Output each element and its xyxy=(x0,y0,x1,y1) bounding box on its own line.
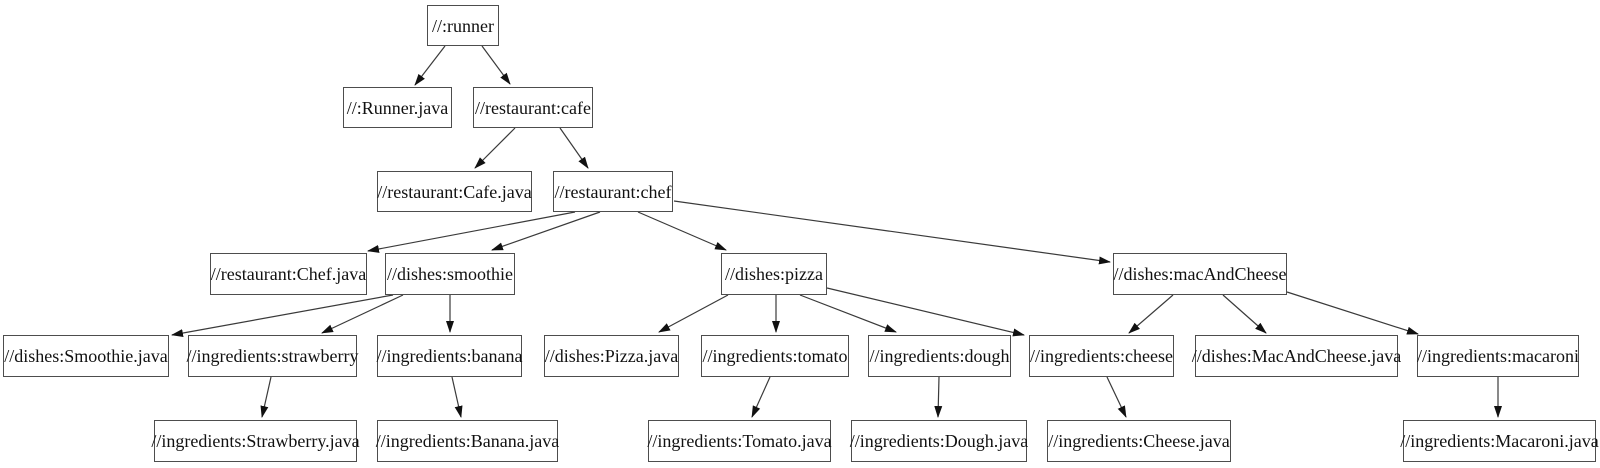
edge-smoothie-to-smoothie-java xyxy=(171,294,394,337)
node-label: //ingredients:Dough.java xyxy=(849,431,1029,451)
node-label: //:runner xyxy=(432,15,494,36)
edge-smoothie-to-strawberry xyxy=(321,294,404,334)
edge-chef-to-chef-java xyxy=(367,211,576,253)
edge-chef-to-smoothie xyxy=(491,211,601,251)
edge-pizza-to-dough xyxy=(799,294,897,333)
node-label: //dishes:smoothie xyxy=(387,264,513,284)
edge-macandcheese-to-macaroni xyxy=(1286,291,1419,335)
graph-node-pizza-java: //dishes:Pizza.java xyxy=(544,335,679,377)
edge-dough-to-dough-java xyxy=(934,376,943,418)
node-label: //restaurant:Chef.java xyxy=(210,264,367,284)
node-label: //dishes:MacAndCheese.java xyxy=(1191,346,1402,366)
edge-strawberry-to-strawberry-java xyxy=(260,376,272,418)
edge-pizza-to-pizza-java xyxy=(658,294,729,333)
graph-node-cheese: //ingredients:cheese xyxy=(1029,335,1174,377)
node-label: //dishes:Smoothie.java xyxy=(4,346,168,366)
node-label: //ingredients:Cheese.java xyxy=(1048,431,1230,451)
graph-node-smoothie: //dishes:smoothie xyxy=(385,253,515,295)
graph-node-tomato: //ingredients:tomato xyxy=(701,335,849,377)
node-label: //ingredients:Banana.java xyxy=(375,431,560,451)
edge-chef-to-macandcheese xyxy=(673,200,1111,265)
graph-node-strawberry-java: //ingredients:Strawberry.java xyxy=(151,420,360,462)
edge-macandcheese-to-macandcheese-java xyxy=(1222,294,1267,334)
node-label: //ingredients:Tomato.java xyxy=(647,431,832,451)
graph-node-chef: //restaurant:chef xyxy=(553,171,673,212)
graph-node-smoothie-java: //dishes:Smoothie.java xyxy=(3,335,169,377)
graph-node-pizza: //dishes:pizza xyxy=(721,253,827,295)
graph-node-tomato-java: //ingredients:Tomato.java xyxy=(647,420,832,462)
edge-banana-to-banana-java xyxy=(451,376,463,418)
node-label: //restaurant:chef xyxy=(554,181,672,202)
node-label: //restaurant:cafe xyxy=(475,97,591,118)
node-label: //ingredients:Macaroni.java xyxy=(1400,431,1599,451)
graph-node-strawberry: //ingredients:strawberry xyxy=(186,335,359,377)
node-label: //:Runner.java xyxy=(346,97,449,118)
node-label: //ingredients:dough xyxy=(869,346,1010,366)
edge-macandcheese-to-cheese xyxy=(1128,294,1174,334)
node-label: //restaurant:Cafe.java xyxy=(377,181,532,202)
graph-node-dough: //ingredients:dough xyxy=(868,335,1011,377)
graph-node-macaroni-java: //ingredients:Macaroni.java xyxy=(1400,420,1599,462)
graph-node-dough-java: //ingredients:Dough.java xyxy=(849,420,1029,462)
node-label: //ingredients:cheese xyxy=(1030,346,1173,366)
node-label: //dishes:Pizza.java xyxy=(544,346,679,366)
edge-runner-to-runner-java xyxy=(414,45,446,86)
graph-node-banana-java: //ingredients:Banana.java xyxy=(375,420,560,462)
edge-cafe-to-cafe-java xyxy=(474,127,516,169)
node-label: //ingredients:strawberry xyxy=(186,346,359,366)
graph-node-cafe: //restaurant:cafe xyxy=(473,87,593,128)
edge-cheese-to-cheese-java xyxy=(1106,376,1127,418)
node-label: //dishes:pizza xyxy=(725,264,823,284)
graph-node-chef-java: //restaurant:Chef.java xyxy=(210,253,367,295)
edge-cafe-to-chef xyxy=(559,127,589,169)
graph-node-runner-java: //:Runner.java xyxy=(343,87,452,128)
graph-node-macandcheese: //dishes:macAndCheese xyxy=(1113,253,1287,295)
node-label: //ingredients:Strawberry.java xyxy=(151,431,360,451)
edge-runner-to-cafe xyxy=(481,45,511,85)
graph-node-cafe-java: //restaurant:Cafe.java xyxy=(377,171,532,212)
node-label: //ingredients:macaroni xyxy=(1417,346,1579,366)
node-label: //dishes:macAndCheese xyxy=(1113,264,1287,284)
node-label: //ingredients:tomato xyxy=(702,346,848,366)
graph-node-banana: //ingredients:banana xyxy=(377,335,522,377)
edge-tomato-to-tomato-java xyxy=(751,376,771,418)
edge-pizza-to-cheese xyxy=(826,287,1025,337)
graph-node-macandcheese-java: //dishes:MacAndCheese.java xyxy=(1191,335,1402,377)
edge-chef-to-pizza xyxy=(637,211,727,251)
graph-node-cheese-java: //ingredients:Cheese.java xyxy=(1047,420,1231,462)
graph-node-macaroni: //ingredients:macaroni xyxy=(1417,335,1579,377)
node-label: //ingredients:banana xyxy=(376,346,523,366)
graph-node-runner: //:runner xyxy=(427,5,499,46)
